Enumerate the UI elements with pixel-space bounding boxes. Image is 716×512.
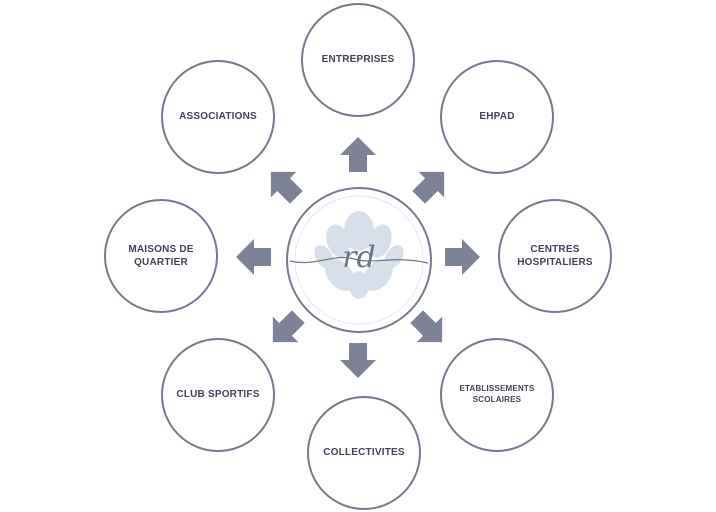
arrow-up <box>340 137 376 172</box>
logo-monogram: rd <box>342 240 376 275</box>
center-logo-circle: rd <box>286 187 432 333</box>
node-maisons-de-quartier: MAISONS DE QUARTIER <box>104 199 218 313</box>
node-associations: ASSOCIATIONS <box>161 60 275 174</box>
node-collectivites: COLLECTIVITES <box>307 396 421 510</box>
node-centres-hospitaliers: CENTRES HOSPITALIERS <box>498 199 612 313</box>
arrow-left <box>236 239 271 275</box>
arrow-down-left <box>272 310 305 343</box>
arrow-down-right <box>410 310 443 343</box>
arrow-down <box>340 343 376 378</box>
node-etablissements-scolaires: ETABLISSEMENTS SCOLAIRES <box>440 338 554 452</box>
node-ehpad: EHPAD <box>440 60 554 174</box>
node-club-sportifs: CLUB SPORTIFS <box>161 338 275 452</box>
arrow-up-right <box>412 171 445 204</box>
shell-logo-icon: rd <box>289 195 429 325</box>
node-entreprises: ENTREPRISES <box>301 3 415 117</box>
arrow-right <box>445 239 480 275</box>
arrow-up-left <box>270 171 303 204</box>
